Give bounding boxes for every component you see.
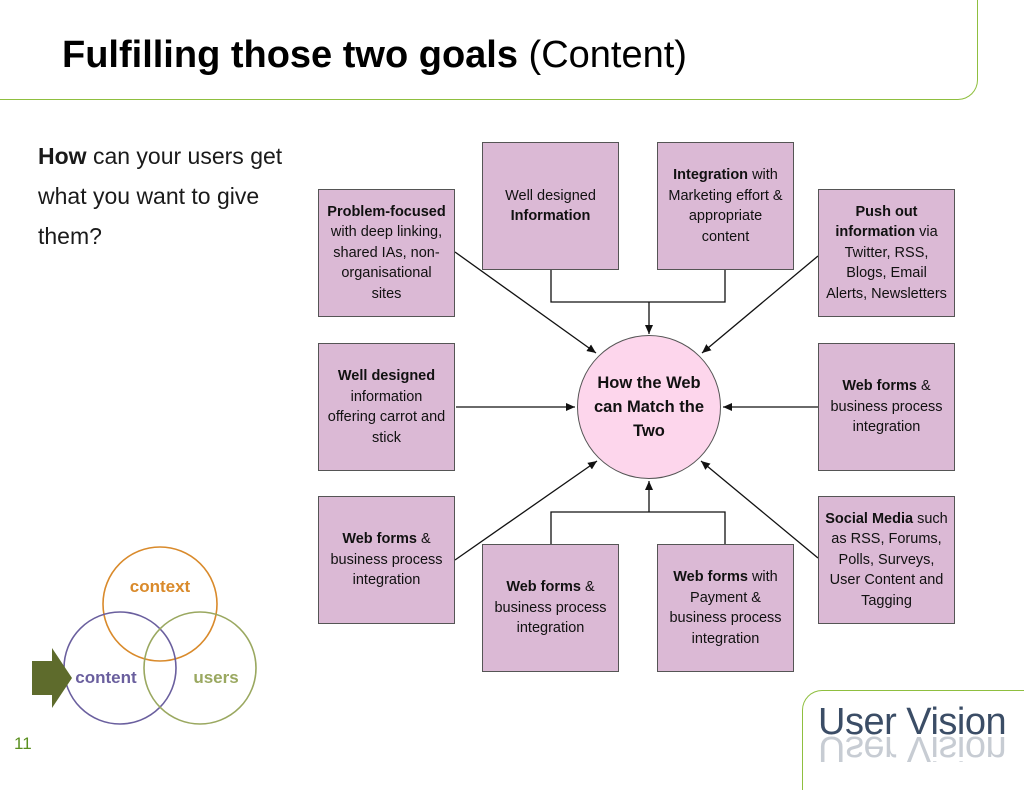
venn-circle-context: [102, 546, 218, 662]
title-bold: Fulfilling those two goals: [62, 34, 518, 76]
box-integration-marketing-bold: Integration: [673, 167, 749, 183]
venn-label-content: content: [75, 668, 137, 687]
user-vision-logo: User Vision User Vision: [818, 701, 1007, 762]
box-web-forms-payment: Web forms with Payment & business proces…: [657, 544, 794, 672]
box-web-forms-bottom-left-bold: Web forms: [342, 531, 417, 548]
arrow-right-icon: [32, 648, 72, 708]
venn-label-context: context: [130, 577, 191, 596]
box-push-out: Push out information via Twitter, RSS, B…: [818, 189, 955, 317]
logo-text: User Vision: [818, 701, 1007, 743]
box-web-forms-bottom-left-text: & business process integration: [330, 531, 443, 589]
intro-question: How can your users get what you want to …: [38, 136, 300, 256]
connector-arrows: [454, 251, 819, 561]
venn-diagram: context content users: [32, 546, 257, 725]
box-web-forms-bottom-center-bold: Web forms: [506, 579, 581, 596]
box-integration-marketing: Integration with Marketing effort & appr…: [657, 142, 794, 270]
box-web-forms-right-text: & business process integration: [830, 378, 943, 436]
box-web-forms-right-bold: Web forms: [842, 378, 917, 395]
box-social-media-bold: Social Media: [825, 510, 914, 527]
box-push-out-bold: Push out information: [835, 203, 918, 241]
box-well-designed-carrot: Well designed information offering carrot…: [318, 343, 455, 471]
venn-circle-users: [143, 611, 257, 725]
hub-label: How the Web can Match the Two: [593, 374, 705, 440]
logo-reflection: User Vision: [818, 736, 1007, 762]
connector-top-group: [550, 270, 726, 303]
title-normal: (Content): [528, 34, 687, 76]
arrow-problem-focused: [454, 251, 597, 354]
box-web-forms-payment-bold: Web forms: [673, 569, 748, 585]
intro-bold: How: [38, 143, 87, 169]
box-web-forms-bottom-center: Web forms & business process integration: [482, 544, 619, 672]
arrow-social-media: [700, 460, 819, 559]
box-well-designed-information-bold: Information: [510, 208, 591, 224]
box-problem-focused-bold: Problem-focused: [327, 203, 446, 220]
arrow-push-out: [701, 255, 819, 354]
box-well-designed-information-text: Well designed: [505, 187, 596, 204]
box-push-out-text: via Twitter, RSS, Blogs, Email Alerts, N…: [826, 224, 947, 302]
connector-bottom-group: [550, 511, 726, 544]
box-problem-focused-text: with deep linking, shared IAs, non-organ…: [330, 224, 443, 302]
box-web-forms-bottom-center-text: & business process integration: [494, 579, 607, 637]
venn-label-users: users: [193, 668, 238, 687]
bottom-frame-line: [802, 690, 1024, 790]
intro-rest: can your users get what you want to give…: [38, 143, 283, 249]
box-integration-marketing-text: with Marketing effort & appropriate cont…: [668, 167, 783, 245]
arrow-web-forms-bottom-left: [454, 460, 598, 561]
box-web-forms-right: Web forms & business process integration: [818, 343, 955, 471]
box-web-forms-payment-text: with Payment & business process integrat…: [669, 569, 782, 647]
page-number: 11: [14, 734, 32, 753]
box-problem-focused: Problem-focused with deep linking, share…: [318, 189, 455, 317]
box-social-media: Social Media such as RSS, Forums, Polls,…: [818, 496, 955, 624]
slide-title: Fulfilling those two goals (Content): [62, 34, 687, 77]
top-frame-line: [0, 0, 978, 100]
hub-circle: How the Web can Match the Two: [577, 335, 721, 479]
box-well-designed-carrot-text: information offering carrot and stick: [327, 388, 446, 446]
box-social-media-text: such as RSS, Forums, Polls, Surveys, Use…: [829, 510, 948, 609]
box-web-forms-bottom-left: Web forms & business process integration: [318, 496, 455, 624]
box-well-designed-carrot-bold: Well designed: [337, 368, 436, 384]
